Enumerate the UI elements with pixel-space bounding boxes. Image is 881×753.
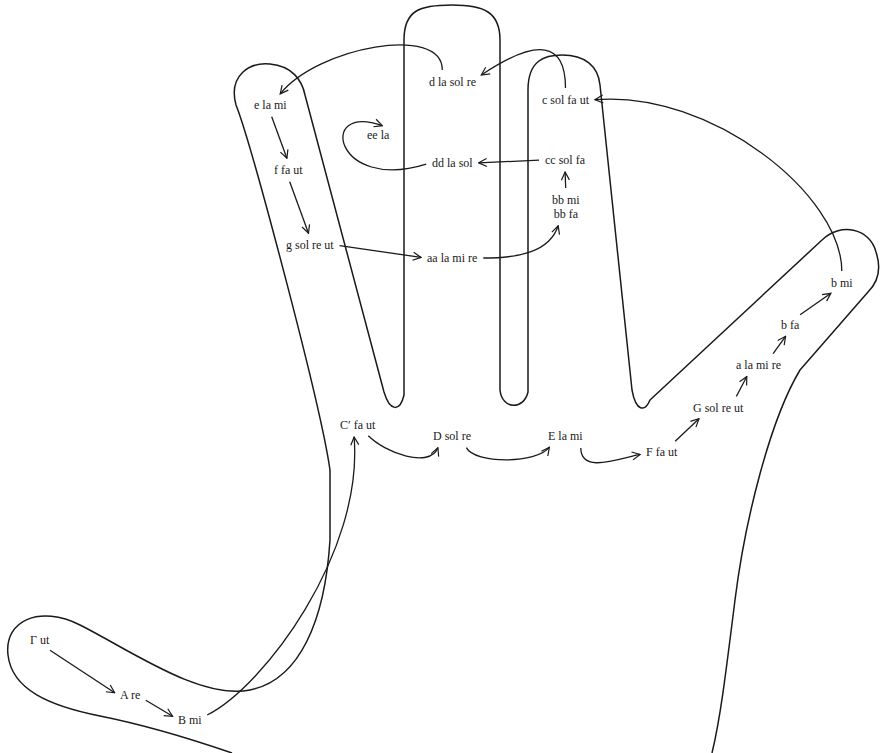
syllable-text: A re (120, 688, 140, 702)
sequence-arrow (343, 122, 426, 170)
sequence-arrow (581, 448, 640, 463)
syllable-text: b mi (831, 276, 853, 290)
syllable-text: G sol re ut (693, 401, 743, 415)
note-label: dd la sol (430, 155, 475, 171)
syllable-text: E la mi (548, 429, 583, 443)
note-label: c sol fa ut (540, 92, 591, 108)
syllable-text: F fa ut (646, 445, 677, 459)
syllable-text: D sol re (433, 429, 471, 443)
note-label: D sol re (431, 428, 473, 444)
note-label: g sol re ut (284, 237, 336, 253)
sequence-arrow (280, 45, 442, 94)
syllable-text: g sol re ut (286, 238, 334, 252)
syllable-text: a la mi re (736, 358, 781, 372)
sequence-arrow (564, 172, 566, 188)
syllable-text: cc sol fa (545, 153, 585, 167)
syllable-text: bb mi (552, 193, 580, 207)
sequence-arrow (479, 160, 539, 163)
note-label: cc sol fa (543, 152, 587, 168)
sequence-arrow (146, 700, 173, 716)
note-label: d la sol re (427, 74, 478, 90)
note-label: e la mi (252, 97, 289, 113)
syllable-text: ee la (367, 128, 389, 142)
syllable-text: Γ ut (30, 633, 49, 647)
syllable-text: C′ fa ut (340, 418, 375, 432)
note-label: f fa ut (272, 162, 305, 178)
syllable-text: f fa ut (274, 163, 303, 177)
note-label: aa la mi re (425, 250, 479, 266)
note-label: a la mi re (734, 357, 783, 373)
syllable-text: B mi (178, 713, 202, 727)
sequence-arrow (595, 99, 842, 271)
syllable-text: b fa (781, 318, 799, 332)
sequence-arrow (272, 117, 287, 158)
syllable-text: bb fa (552, 207, 580, 221)
note-label: F fa ut (644, 444, 679, 460)
note-label: A re (118, 687, 142, 703)
note-label: B mi (176, 712, 204, 728)
sequence-arrow (481, 50, 565, 88)
sequence-arrow (368, 436, 438, 458)
syllable-text: dd la sol (432, 156, 473, 170)
note-label: b fa (779, 317, 801, 333)
note-label: E la mi (546, 428, 585, 444)
sequence-arrow (50, 650, 115, 693)
hand-contour (8, 5, 879, 753)
note-label: C′ fa ut (338, 417, 377, 433)
sequence-arrow (800, 293, 831, 314)
syllable-text: d la sol re (429, 75, 476, 89)
note-label: Γ ut (28, 632, 51, 648)
note-label: ee la (365, 127, 391, 143)
sequence-arrow (483, 226, 558, 258)
note-label: b mi (829, 275, 855, 291)
note-label: bb mibb fa (550, 192, 582, 222)
sequence-arrow (736, 377, 747, 397)
sequence-arrow (290, 182, 309, 233)
note-label: G sol re ut (691, 400, 745, 416)
syllable-text: aa la mi re (427, 251, 477, 265)
sequence-arrow (340, 246, 421, 258)
sequence-arrow (466, 447, 549, 460)
sequence-arrow (207, 437, 355, 715)
syllable-text: e la mi (254, 98, 287, 112)
sequence-arrow (773, 336, 786, 353)
sequence-arrow (675, 419, 699, 442)
syllable-text: c sol fa ut (542, 93, 589, 107)
